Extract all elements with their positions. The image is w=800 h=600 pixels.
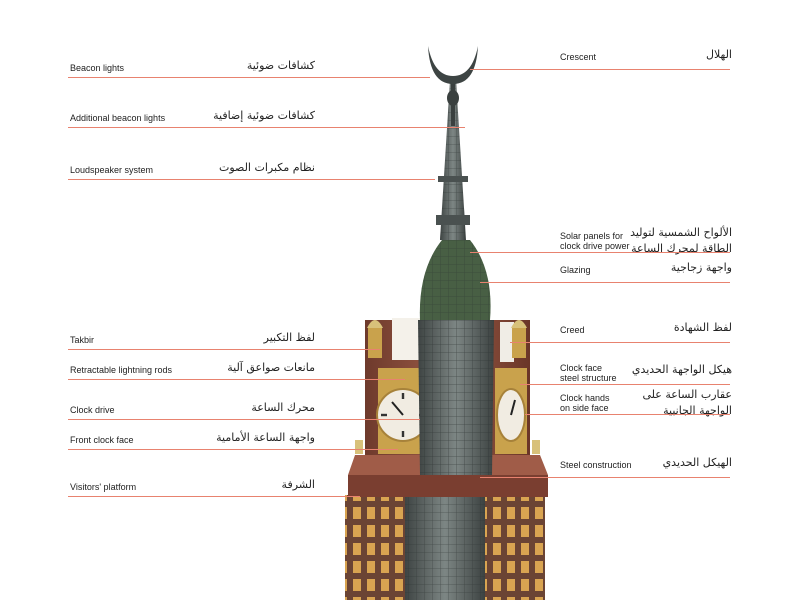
right-label-ar: الواجهة الجانبية xyxy=(663,404,732,417)
left-label-ar: مانعات صواعق آلية xyxy=(227,361,315,374)
right-label-ar: الهلال xyxy=(705,48,732,61)
right-label-en: Clock hands xyxy=(560,393,610,403)
right-label-ar: الألواح الشمسية لتوليد xyxy=(630,226,732,239)
leader-line xyxy=(470,252,730,253)
left-label-ar: واجهة الساعة الأمامية xyxy=(216,431,315,444)
right-label-en: Creed xyxy=(560,325,585,335)
left-label-ar: الشرفة xyxy=(281,478,315,491)
right-label-en: steel structure xyxy=(560,373,617,383)
left-label-en: Retractable lightning rods xyxy=(70,365,173,375)
leader-line xyxy=(68,449,398,450)
right-label-en: Clock face xyxy=(560,363,603,373)
leader-line xyxy=(68,419,420,420)
left-label-ar: نظام مكبرات الصوت xyxy=(219,161,315,174)
right-label-ar: الطاقة لمحرك الساعة xyxy=(631,242,732,255)
leader-line xyxy=(520,384,730,385)
left-label-en: Visitors' platform xyxy=(70,482,137,492)
right-label-ar: الهيكل الحديدي xyxy=(662,456,732,469)
leader-line xyxy=(510,342,730,343)
leader-line xyxy=(68,496,360,497)
left-label-ar: محرك الساعة xyxy=(251,401,315,414)
left-label-en: Takbir xyxy=(70,335,95,345)
right-label-en: clock drive power xyxy=(560,241,630,251)
right-label-en: Steel construction xyxy=(560,460,632,470)
takbir-panel xyxy=(392,318,420,360)
left-label-ar: كشافات ضوئية xyxy=(246,59,315,72)
right-label-ar: هيكل الواجهة الحديدي xyxy=(631,363,732,376)
left-label-en: Beacon lights xyxy=(70,63,125,73)
right-label-en: Glazing xyxy=(560,265,591,275)
leader-line xyxy=(68,179,435,180)
right-label-en: on side face xyxy=(560,403,609,413)
leader-line xyxy=(470,69,730,70)
left-label-ar: كشافات ضوئية إضافية xyxy=(213,109,315,122)
leader-line xyxy=(525,414,730,415)
crescent xyxy=(428,46,478,84)
left-label-en: Clock drive xyxy=(70,405,115,415)
right-label-en: Solar panels for xyxy=(560,231,624,241)
leader-line xyxy=(68,349,380,350)
leader-line xyxy=(68,379,405,380)
right-label-ar: واجهة زجاجية xyxy=(670,261,732,274)
visitors-platform xyxy=(348,475,548,497)
right-label-ar: عقارب الساعة على xyxy=(642,388,732,401)
left-label-en: Front clock face xyxy=(70,435,134,445)
right-label-ar: لفظ الشهادة xyxy=(673,321,732,334)
leader-line xyxy=(68,127,465,128)
leader-line xyxy=(480,282,730,283)
leader-line xyxy=(480,477,730,478)
right-label-en: Crescent xyxy=(560,52,597,62)
left-label-en: Loudspeaker system xyxy=(70,165,154,175)
left-label-ar: لفظ التكبير xyxy=(263,331,315,344)
creed-panel xyxy=(500,322,514,362)
leader-line xyxy=(68,77,430,78)
front-clock-hand xyxy=(391,401,404,416)
left-label-en: Additional beacon lights xyxy=(70,113,166,123)
